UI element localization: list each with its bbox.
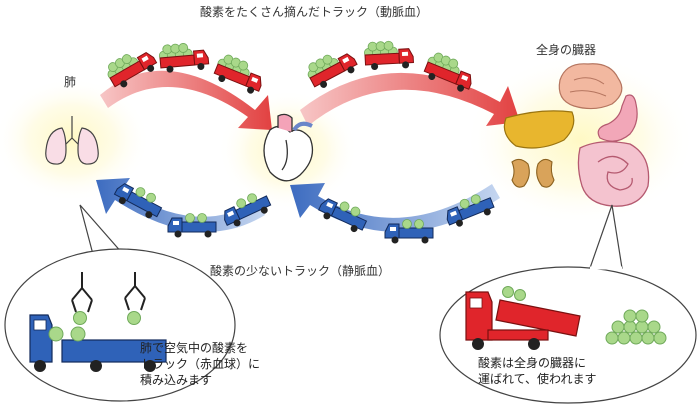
lung-note: 肺で空気中の酸素を トラック（赤血球）に 積み込みます xyxy=(140,340,260,388)
heart-icon xyxy=(263,113,314,182)
lung-note-line: 積み込みます xyxy=(140,373,213,387)
brain-icon xyxy=(558,63,623,110)
vein-arrow-left xyxy=(96,178,265,232)
lung-label: 肺 xyxy=(64,75,77,89)
oxygen-ball-icon xyxy=(73,311,87,325)
loading-truck-icon xyxy=(29,314,167,372)
lung-bubble xyxy=(4,248,236,402)
crane-claw-icon xyxy=(71,272,146,313)
dump-truck-icon xyxy=(465,286,581,350)
lung-note-line: トラック（赤血球）に xyxy=(140,357,261,371)
organs-note-line: 酸素は全身の臓器に xyxy=(478,356,587,370)
intestine-icon xyxy=(577,141,650,207)
lung-glow xyxy=(0,78,150,202)
artery-arrow-left xyxy=(100,70,272,130)
vein-caption: 酸素の少ないトラック（静脈血） xyxy=(210,264,391,278)
lung-note-line: 肺で空気中の酸素を xyxy=(140,341,249,355)
liver-icon xyxy=(503,110,575,149)
oxygen-ball-icon xyxy=(127,311,141,325)
kidney-icon xyxy=(511,158,555,188)
organs-note-line: 運ばれて、使われます xyxy=(478,372,597,386)
stomach-icon xyxy=(597,94,638,142)
organs-label: 全身の臓器 xyxy=(536,43,597,57)
artery-truck-2 xyxy=(158,41,209,73)
oxygen-pile-icon xyxy=(605,309,667,345)
organs-note: 酸素は全身の臓器に 運ばれて、使われます xyxy=(478,355,596,387)
artery-caption: 酸素をたくさん摘んだトラック（動脈血） xyxy=(200,5,429,19)
artery-truck-5 xyxy=(364,40,414,70)
lung-icon xyxy=(45,116,99,165)
